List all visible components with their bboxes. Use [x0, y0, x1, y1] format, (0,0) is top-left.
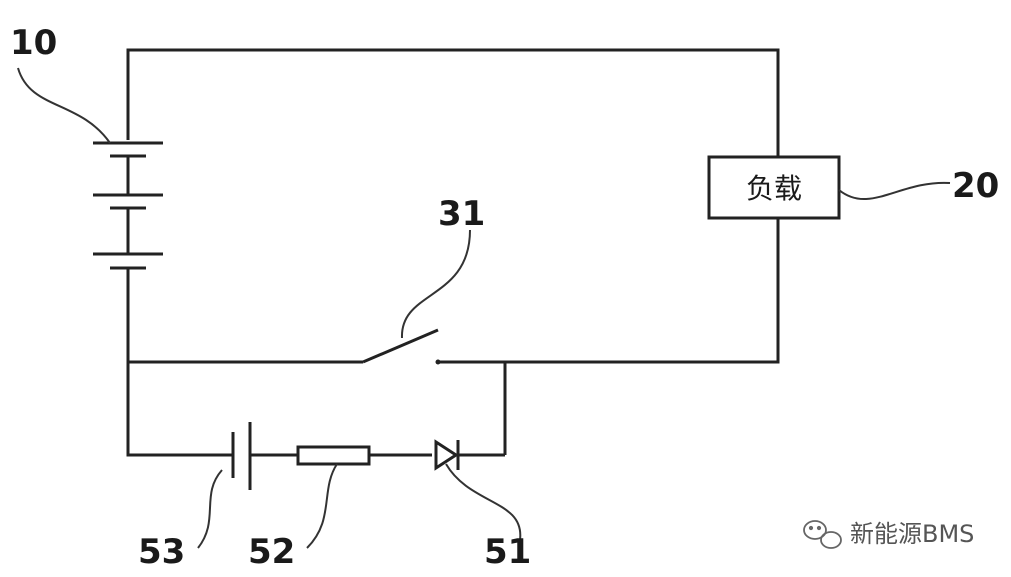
- main-loop-wires: [126, 48, 780, 455]
- switch-symbol: [362, 328, 441, 365]
- resistor-symbol: [296, 445, 371, 466]
- leader-line-31: [400, 229, 471, 339]
- leader-line-51: [445, 463, 522, 541]
- leader-line-52: [306, 463, 338, 549]
- wechat-icon: [803, 520, 842, 549]
- capacitor-symbol: [231, 422, 252, 490]
- label-20: 20: [952, 166, 999, 206]
- label-31: 31: [438, 194, 485, 234]
- label-51: 51: [484, 532, 531, 572]
- watermark-text: 新能源BMS: [850, 520, 974, 548]
- battery-symbol: [93, 141, 163, 270]
- watermark: 新能源BMS: [803, 520, 974, 549]
- load-box: 负载: [707, 155, 841, 220]
- leader-line-10: [17, 67, 111, 144]
- load-box-text: 负载: [746, 172, 802, 205]
- label-53: 53: [138, 532, 185, 572]
- bottom-branch-wires: [126, 362, 505, 457]
- leader-line-20: [838, 181, 951, 201]
- leader-line-53: [197, 469, 223, 549]
- diode-symbol: [434, 439, 460, 471]
- label-52: 52: [248, 532, 295, 572]
- label-10: 10: [10, 23, 57, 63]
